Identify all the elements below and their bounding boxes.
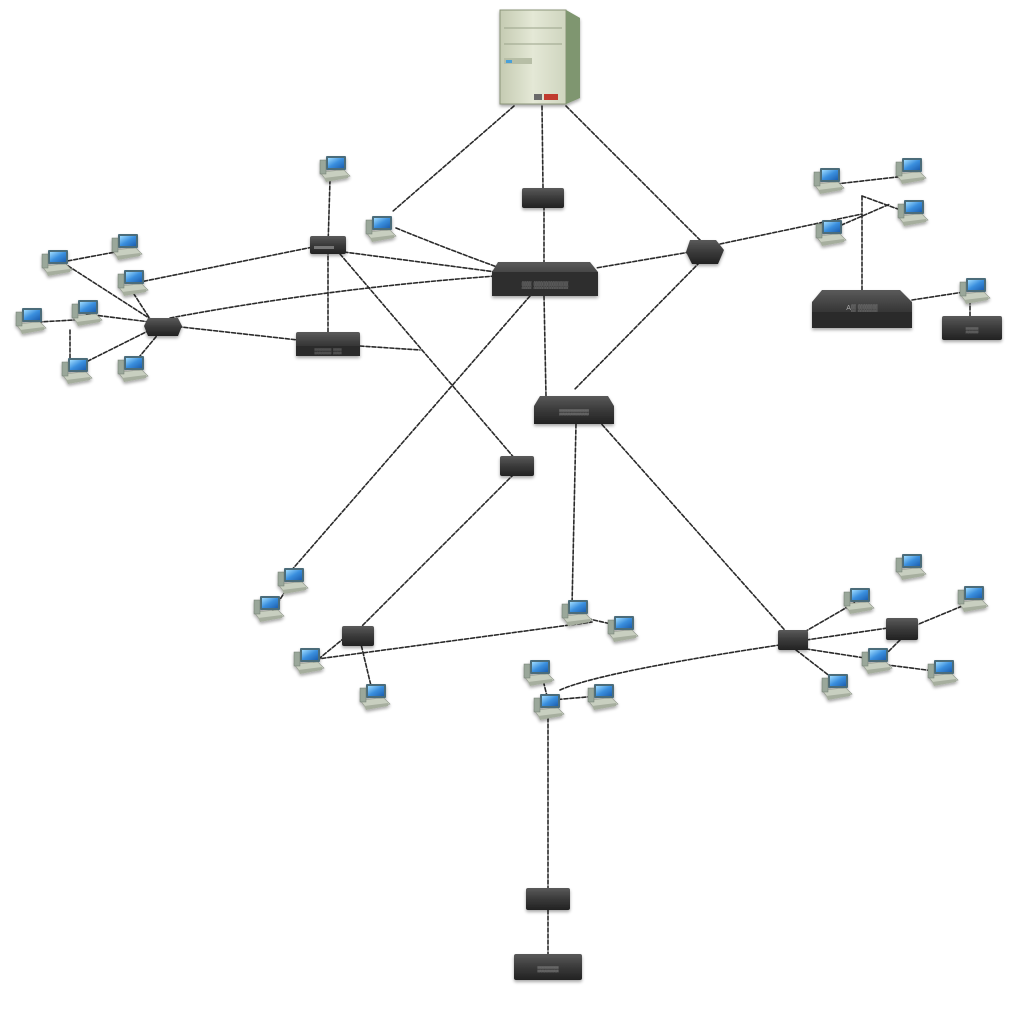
workstation-computer-icon[interactable] (117, 356, 149, 382)
workstation-computer-icon[interactable] (895, 158, 927, 184)
cable-server-to-left-pc (391, 105, 515, 213)
cable-center-bus (559, 643, 787, 691)
cable-left-switch-to-pc-cluster (139, 245, 319, 283)
cable-core-to-lower-left-pc (289, 295, 531, 573)
workstation-computer-icon[interactable] (897, 200, 929, 226)
workstation-computer-icon[interactable] (927, 660, 959, 686)
workstation-computer-icon[interactable] (861, 648, 893, 674)
cable-right-switch-to-mid (573, 261, 701, 391)
mid-switch-label: ▒▒▒▒▒▒▒ (559, 409, 590, 416)
cable-right-pc-bus4 (829, 203, 891, 231)
cable-server-to-right-switch (565, 105, 701, 241)
workstation-computer-icon[interactable] (359, 684, 391, 710)
lower-left-switch-icon[interactable] (342, 626, 374, 646)
workstation-computer-icon[interactable] (957, 586, 989, 612)
cable-lower-left-bus (309, 621, 593, 661)
left-hub-icon[interactable] (144, 318, 182, 336)
lower-right-hub-icon[interactable] (886, 618, 918, 640)
cable-right-switch-to-pcs (719, 213, 863, 245)
right-router-icon[interactable]: A▒ ▒▒▒▒ (812, 290, 912, 328)
cable-lower-switch-to-pc2 (359, 639, 373, 691)
cable-left-pc-to-core (395, 227, 501, 269)
core-switch-icon[interactable]: ▒▒ ▒▒▒▒▒▒▒ (492, 262, 598, 296)
workstation-computer-icon[interactable] (533, 694, 565, 720)
workstation-computer-icon[interactable] (523, 660, 555, 686)
bottom-switch-icon[interactable]: ▒▒▒▒▒ (514, 954, 582, 980)
cable-server-to-small-switch (541, 105, 544, 189)
workstation-computer-icon[interactable] (821, 674, 853, 700)
cable-hub-to-pc1 (61, 261, 153, 321)
left-rack-switch-icon[interactable]: ▒▒▒▒ ▒▒ (296, 332, 360, 356)
cable-router-to-pc (911, 291, 965, 301)
cable-core-to-mid (543, 295, 547, 397)
workstation-computer-icon[interactable] (895, 554, 927, 580)
workstation-computer-icon[interactable] (813, 168, 845, 194)
workstation-computer-icon[interactable] (111, 234, 143, 260)
workstation-computer-icon[interactable] (959, 278, 991, 304)
cable-right-pc-bus (835, 175, 907, 185)
workstation-computer-icon[interactable] (293, 648, 325, 674)
workstations-layer (15, 156, 991, 720)
mid-switch-icon[interactable]: ▒▒▒▒▒▒▒ (534, 396, 614, 424)
workstation-computer-icon[interactable] (815, 220, 847, 246)
workstation-computer-icon[interactable] (587, 684, 619, 710)
cable-hub-to-core (169, 275, 497, 319)
workstation-computer-icon[interactable] (319, 156, 351, 182)
cable-lr-switch-to-hub (805, 627, 889, 641)
workstation-computer-icon[interactable] (607, 616, 639, 642)
workstation-computer-icon[interactable] (41, 250, 73, 276)
workstation-computer-icon[interactable] (15, 308, 47, 334)
small-right-label: ▒▒▒ (966, 327, 980, 334)
cable-hub-to-pc4 (81, 329, 151, 365)
right-router-label: A▒ ▒▒▒▒ (846, 304, 877, 312)
cable-mid-to-right-switch (597, 419, 791, 637)
cable-right-switch-to-core (595, 251, 691, 269)
mini-switch-icon[interactable] (500, 456, 534, 476)
cable-upper-pc-to-left-switch (327, 179, 331, 247)
workstation-computer-icon[interactable] (253, 596, 285, 622)
cable-mini-to-lower-switch (359, 473, 515, 629)
workstation-computer-icon[interactable] (365, 216, 397, 242)
workstation-computer-icon[interactable] (61, 358, 93, 384)
bottom-upper-switch-icon[interactable] (526, 888, 570, 910)
cable-hub-to-rack (171, 325, 299, 341)
small-switch-icon[interactable] (522, 188, 564, 208)
workstation-computer-icon[interactable] (277, 568, 309, 594)
right-switch-icon[interactable] (686, 240, 724, 264)
cable-pc-to-pc-left2 (37, 319, 75, 323)
cable-left-switch-to-core (343, 251, 497, 273)
cable-mid-to-center-pcs (571, 423, 577, 607)
workstation-computer-icon[interactable] (843, 588, 875, 614)
workstation-computer-icon[interactable] (117, 270, 149, 296)
cable-rack-to-core-line (359, 345, 421, 351)
core-switch-label: ▒▒ ▒▒▒▒▒▒▒ (522, 281, 569, 289)
workstation-computer-icon[interactable] (561, 600, 593, 626)
small-right-switch-icon[interactable]: ▒▒▒ (942, 316, 1002, 340)
workstation-computer-icon[interactable] (71, 300, 103, 326)
cable-left-switch-to-mini (339, 253, 517, 461)
lower-right-switch-icon[interactable] (778, 630, 808, 650)
left-switch-icon[interactable] (310, 236, 346, 254)
bottom-switch-label: ▒▒▒▒▒ (537, 966, 559, 973)
server-tower-icon[interactable] (499, 9, 580, 105)
left-switch-label: ▒▒▒▒ ▒▒ (314, 348, 342, 355)
